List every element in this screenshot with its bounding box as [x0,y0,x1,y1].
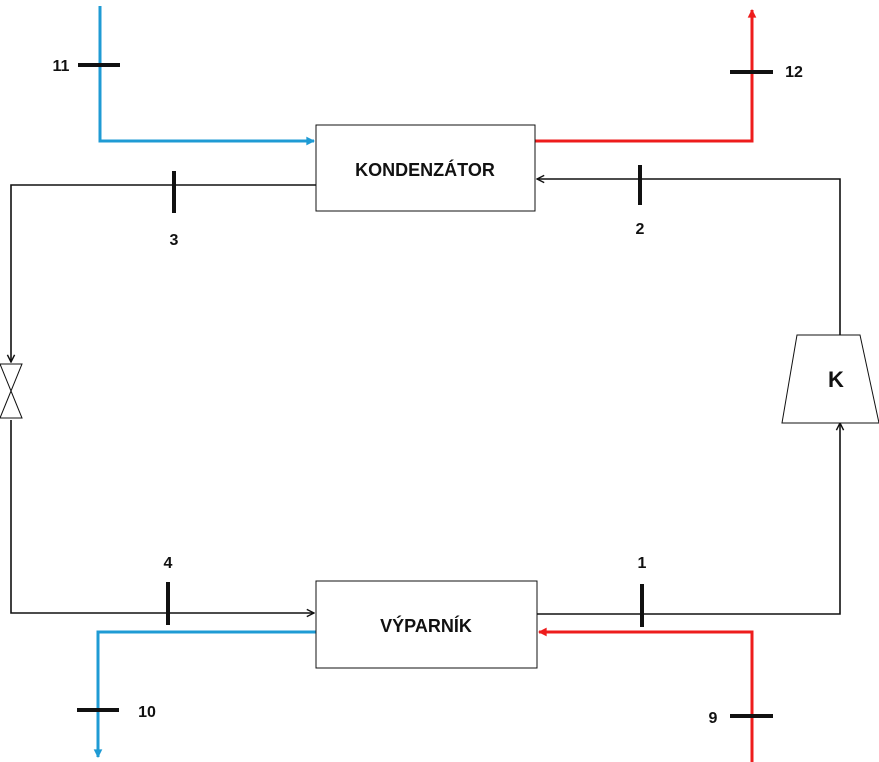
state-point-2: 2 [636,165,645,238]
state-point-9: 9 [709,710,773,727]
line-condenser-to-valve [11,184,316,362]
state-point-1: 1 [638,555,647,627]
line-hot-out-condenser [535,10,752,143]
evaporator-label: VÝPARNÍK [380,615,472,636]
state-point-3-label: 3 [170,232,179,249]
state-point-4-label: 4 [164,555,173,572]
compressor-label: K [828,367,844,392]
condenser-label: KONDENZÁTOR [355,159,495,180]
evaporator-box: VÝPARNÍK [315,580,538,669]
state-point-3: 3 [170,171,179,249]
state-point-9-label: 9 [709,710,718,727]
state-point-1-label: 1 [638,555,647,572]
state-point-2-label: 2 [636,221,645,238]
line-cold-out-evaporator [98,630,316,757]
state-point-10-label: 10 [138,704,156,721]
line-compressor-to-condenser [537,179,841,335]
state-point-4: 4 [164,555,173,625]
state-point-11: 11 [53,58,120,75]
state-point-11-label: 11 [53,58,70,75]
expansion-valve [0,363,23,419]
state-point-10: 10 [77,704,156,721]
compressor: K [781,334,879,424]
state-point-12-label: 12 [785,64,803,81]
condenser-box: KONDENZÁTOR [315,124,536,212]
line-hot-in-evaporator [539,632,754,762]
state-point-12: 12 [730,64,803,81]
line-valve-to-evaporator [10,420,314,613]
line-cold-in-condenser [98,6,314,141]
line-evaporator-to-compressor [537,423,840,615]
